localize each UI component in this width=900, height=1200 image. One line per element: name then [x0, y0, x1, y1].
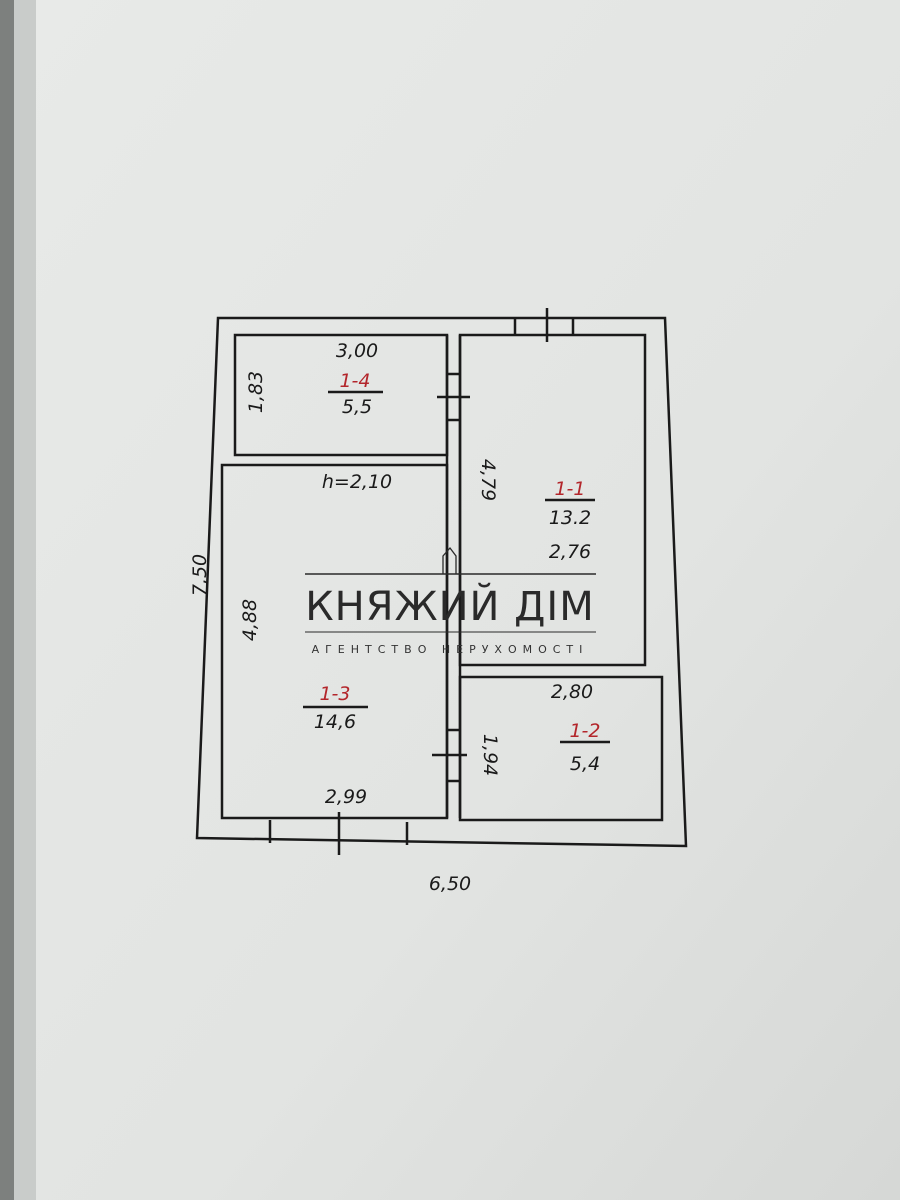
page-edge-shadow	[14, 0, 36, 1200]
room-1-1-id: 1-1	[554, 478, 585, 500]
room-1-4-width: 3,00	[336, 340, 378, 362]
room-1-2-depth: 1,94	[479, 734, 501, 776]
room-1-2-width: 2,80	[551, 681, 593, 703]
room-1-3-height-note: h=2,10	[322, 471, 392, 493]
watermark-tagline: АГЕНТСТВО НЕРУХОМОСТІ	[312, 643, 589, 656]
overall-width-label: 6,50	[429, 873, 471, 895]
watermark-brand: КНЯЖИЙ ДІМ	[305, 582, 594, 630]
room-1-1-width: 2,76	[549, 541, 591, 563]
binder-edge	[0, 0, 14, 1200]
room-1-2-area: 5,4	[570, 753, 600, 775]
room-1-4-area: 5,5	[342, 396, 372, 418]
watermark-logo-icon	[442, 546, 457, 574]
room-1-4-depth: 1,83	[245, 371, 267, 413]
room-1-3-id: 1-3	[319, 683, 350, 705]
room-1-1-depth: 4,79	[477, 459, 499, 501]
room-1-3-area: 14,6	[314, 711, 356, 733]
room-1-1-area: 13.2	[549, 507, 591, 529]
watermark: КНЯЖИЙ ДІМ АГЕНТСТВО НЕРУХОМОСТІ	[305, 546, 596, 656]
room-1-3-width: 2,99	[325, 786, 367, 808]
walls	[195, 308, 688, 855]
room-1-4-id: 1-4	[339, 370, 370, 392]
room-1-3-depth: 4,88	[239, 599, 261, 641]
room-1-2-id: 1-2	[569, 720, 600, 742]
overall-height-label: 7,50	[189, 554, 211, 596]
